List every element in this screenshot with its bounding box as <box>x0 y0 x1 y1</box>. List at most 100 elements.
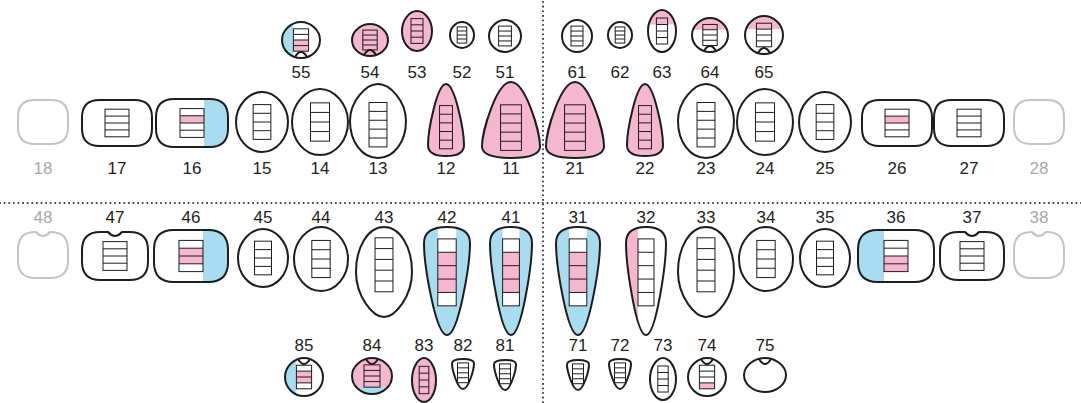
condition-area <box>293 40 308 46</box>
tooth-symbol <box>940 232 1004 280</box>
tooth-condition <box>480 80 542 160</box>
grid-line <box>884 256 908 257</box>
condition-area <box>544 80 606 160</box>
tooth-number: 45 <box>254 209 273 226</box>
tooth-symbol <box>678 227 734 317</box>
grid-frame <box>703 24 717 45</box>
grid-line <box>438 252 456 253</box>
tooth-grid <box>615 27 625 43</box>
grid-line <box>440 122 453 123</box>
tooth-symbol <box>1014 100 1064 144</box>
tooth-number: 22 <box>636 160 655 177</box>
grid-line <box>458 377 469 378</box>
condition-area <box>350 22 390 58</box>
grid-line <box>699 371 714 372</box>
grid-line <box>817 249 834 250</box>
grid-line <box>638 292 654 293</box>
grid-line <box>615 35 625 36</box>
grid-line <box>310 122 329 123</box>
tooth-outline <box>940 232 1004 280</box>
grid-line <box>180 123 204 124</box>
tooth-number: 51 <box>496 64 515 81</box>
grid-frame <box>253 105 271 140</box>
tooth-number: 21 <box>566 160 585 177</box>
grid-line <box>419 386 429 387</box>
grid-frame <box>500 364 511 384</box>
grid-line <box>571 31 583 32</box>
tooth-symbol <box>488 225 534 337</box>
grid-line <box>639 122 652 123</box>
tooth-number: 82 <box>454 337 473 354</box>
tooth-number: 37 <box>963 209 982 226</box>
tooth-number: 12 <box>437 160 456 177</box>
grid-line <box>179 248 203 249</box>
tooth-symbol <box>350 356 394 396</box>
grid-frame <box>816 105 834 140</box>
tooth-number: 52 <box>453 64 472 81</box>
grid-frame <box>957 109 981 137</box>
tooth-condition <box>283 356 312 398</box>
grid-line <box>364 381 380 382</box>
grid-line <box>817 266 834 267</box>
grid-line <box>458 367 469 368</box>
tooth-outline <box>737 89 793 155</box>
tooth-grid <box>960 242 984 271</box>
tooth-grid <box>457 27 467 43</box>
grid-line <box>180 115 204 116</box>
tooth-grid <box>179 240 203 271</box>
tooth-grid <box>364 365 380 387</box>
tooth-symbol <box>292 89 348 155</box>
grid-line <box>255 258 272 259</box>
grid-line <box>658 372 668 373</box>
tooth-symbol <box>1014 232 1064 278</box>
tooth-condition <box>400 9 434 53</box>
grid-line <box>639 114 652 115</box>
grid-line <box>755 112 774 113</box>
tooth-number: 47 <box>106 209 125 226</box>
condition-area <box>569 252 587 265</box>
tooth-grid <box>884 240 908 271</box>
tooth-symbol <box>294 227 348 291</box>
tooth-number: 24 <box>756 160 775 177</box>
grid-frame <box>105 109 129 137</box>
grid-line <box>697 270 715 271</box>
tooth-symbol <box>934 100 1004 146</box>
tooth-grid <box>293 29 308 51</box>
tooth-symbol <box>690 16 730 52</box>
grid-frame <box>639 106 652 149</box>
tooth-grid <box>703 24 717 45</box>
grid-line <box>293 40 308 41</box>
tooth-symbol <box>156 97 230 149</box>
grid-frame <box>458 363 469 383</box>
tooth-number: 43 <box>375 209 394 226</box>
tooth-symbol <box>356 227 412 317</box>
tooth-outline <box>688 358 726 396</box>
tooth-condition <box>554 225 602 337</box>
tooth-symbol <box>422 225 472 337</box>
tooth-grid <box>615 363 626 383</box>
grid-frame <box>312 240 330 277</box>
grid-frame <box>255 241 272 275</box>
tooth-number: 85 <box>295 337 314 354</box>
tooth-grid <box>957 109 981 137</box>
tooth-grid <box>638 239 654 306</box>
tooth-grid <box>565 105 586 151</box>
condition-area <box>203 228 230 284</box>
grid-line <box>310 131 329 132</box>
grid-line <box>312 249 330 250</box>
grid-line <box>411 37 423 38</box>
tooth-outline <box>18 232 68 278</box>
grid-frame <box>697 103 715 147</box>
tooth-condition <box>856 228 908 284</box>
grid-line <box>457 30 467 31</box>
tooth-grid <box>363 30 377 50</box>
tooth-grid <box>756 23 771 47</box>
grid-frame <box>310 103 329 141</box>
grid-line <box>960 248 984 249</box>
tooth-grid <box>499 26 512 46</box>
grid-frame <box>411 19 423 44</box>
tooth-symbol <box>743 14 785 54</box>
tooth-grid <box>573 364 584 384</box>
tooth-symbol <box>82 232 148 280</box>
tooth-condition <box>410 356 438 403</box>
